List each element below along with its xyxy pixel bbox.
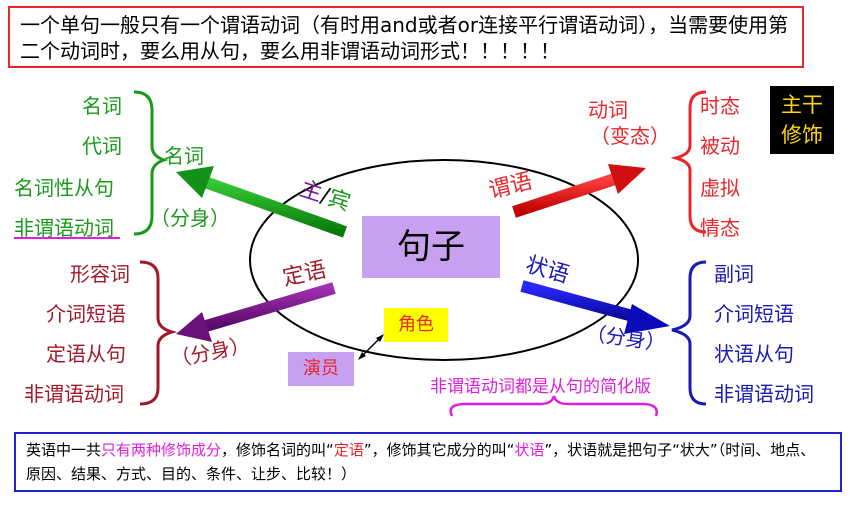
brace-left-top bbox=[133, 90, 169, 236]
rt-item-3: 情态 bbox=[700, 216, 740, 240]
lt-item-0: 名词 bbox=[82, 94, 122, 118]
predicate-arrow bbox=[512, 164, 646, 218]
bottom-note-p3: ，修饰名词的叫“ bbox=[221, 441, 334, 459]
rt-sub: （变态） bbox=[590, 124, 670, 148]
role-box: 角色 bbox=[384, 308, 448, 342]
bottom-note-box: 英语中一共只有两种修饰成分，修饰名词的叫“定语”，修饰其它成分的叫“状语”，状语… bbox=[14, 432, 842, 492]
lb-item-3: 非谓语动词 bbox=[24, 382, 124, 406]
subject-object-arrow bbox=[176, 166, 348, 238]
lt-item-2: 名词性从句 bbox=[14, 176, 114, 200]
lb-item-0: 形容词 bbox=[70, 262, 130, 286]
top-note-text: 一个单句一般只有一个谓语动词（有时用and或者or连接平行谓语动词），当需要使用… bbox=[20, 13, 789, 63]
brace-right-bottom bbox=[671, 260, 707, 406]
brace-note bbox=[449, 395, 658, 417]
lb-item-1: 介词短语 bbox=[46, 302, 126, 326]
rb-item-3: 非谓语动词 bbox=[714, 382, 814, 406]
brace-left-bottom bbox=[139, 260, 178, 406]
rt-label: 动词 bbox=[588, 98, 628, 122]
bottom-note-p2: 只有两种修饰成分 bbox=[101, 441, 222, 459]
brace-right-top bbox=[670, 90, 707, 234]
bottom-note-p6: 状语 bbox=[514, 441, 545, 459]
role-actor-link bbox=[358, 334, 384, 360]
rt-item-0: 时态 bbox=[700, 94, 740, 118]
lb-item-2: 定语从句 bbox=[46, 342, 126, 366]
nonfinite-note: 非谓语动词都是从句的简化版 bbox=[430, 377, 651, 397]
center-sentence-box: 句子 bbox=[362, 216, 500, 278]
main-modifier-badge: 主干 修饰 bbox=[770, 86, 834, 154]
rb-item-2: 状语从句 bbox=[714, 342, 794, 366]
bottom-note-p1: 英语中一共 bbox=[26, 441, 102, 459]
rt-item-1: 被动 bbox=[700, 134, 740, 158]
bottom-note-p4: 定语 bbox=[333, 441, 364, 459]
sentence-ellipse bbox=[249, 159, 639, 361]
actor-box: 演员 bbox=[288, 352, 354, 386]
attributive-arrow bbox=[176, 282, 336, 342]
lt-item-3: 非谓语动词 bbox=[14, 216, 114, 240]
adverbial-arrow bbox=[520, 280, 670, 334]
lt-sub: （分身） bbox=[150, 206, 230, 230]
bottom-note-p7: ”，状语就是把句子“状大”（时间、地点、原因、结果、方式、目的、条件、让步、比较… bbox=[26, 441, 816, 483]
lt-item-1: 代词 bbox=[82, 134, 122, 158]
lt-label: 名词 bbox=[164, 144, 204, 168]
bottom-note-p5: ”，修饰其它成分的叫“ bbox=[363, 441, 515, 459]
rb-item-0: 副词 bbox=[714, 262, 754, 286]
rb-item-1: 介词短语 bbox=[714, 302, 794, 326]
top-note-box: 一个单句一般只有一个谓语动词（有时用and或者or连接平行谓语动词），当需要使用… bbox=[8, 6, 804, 68]
rt-item-2: 虚拟 bbox=[700, 176, 740, 200]
